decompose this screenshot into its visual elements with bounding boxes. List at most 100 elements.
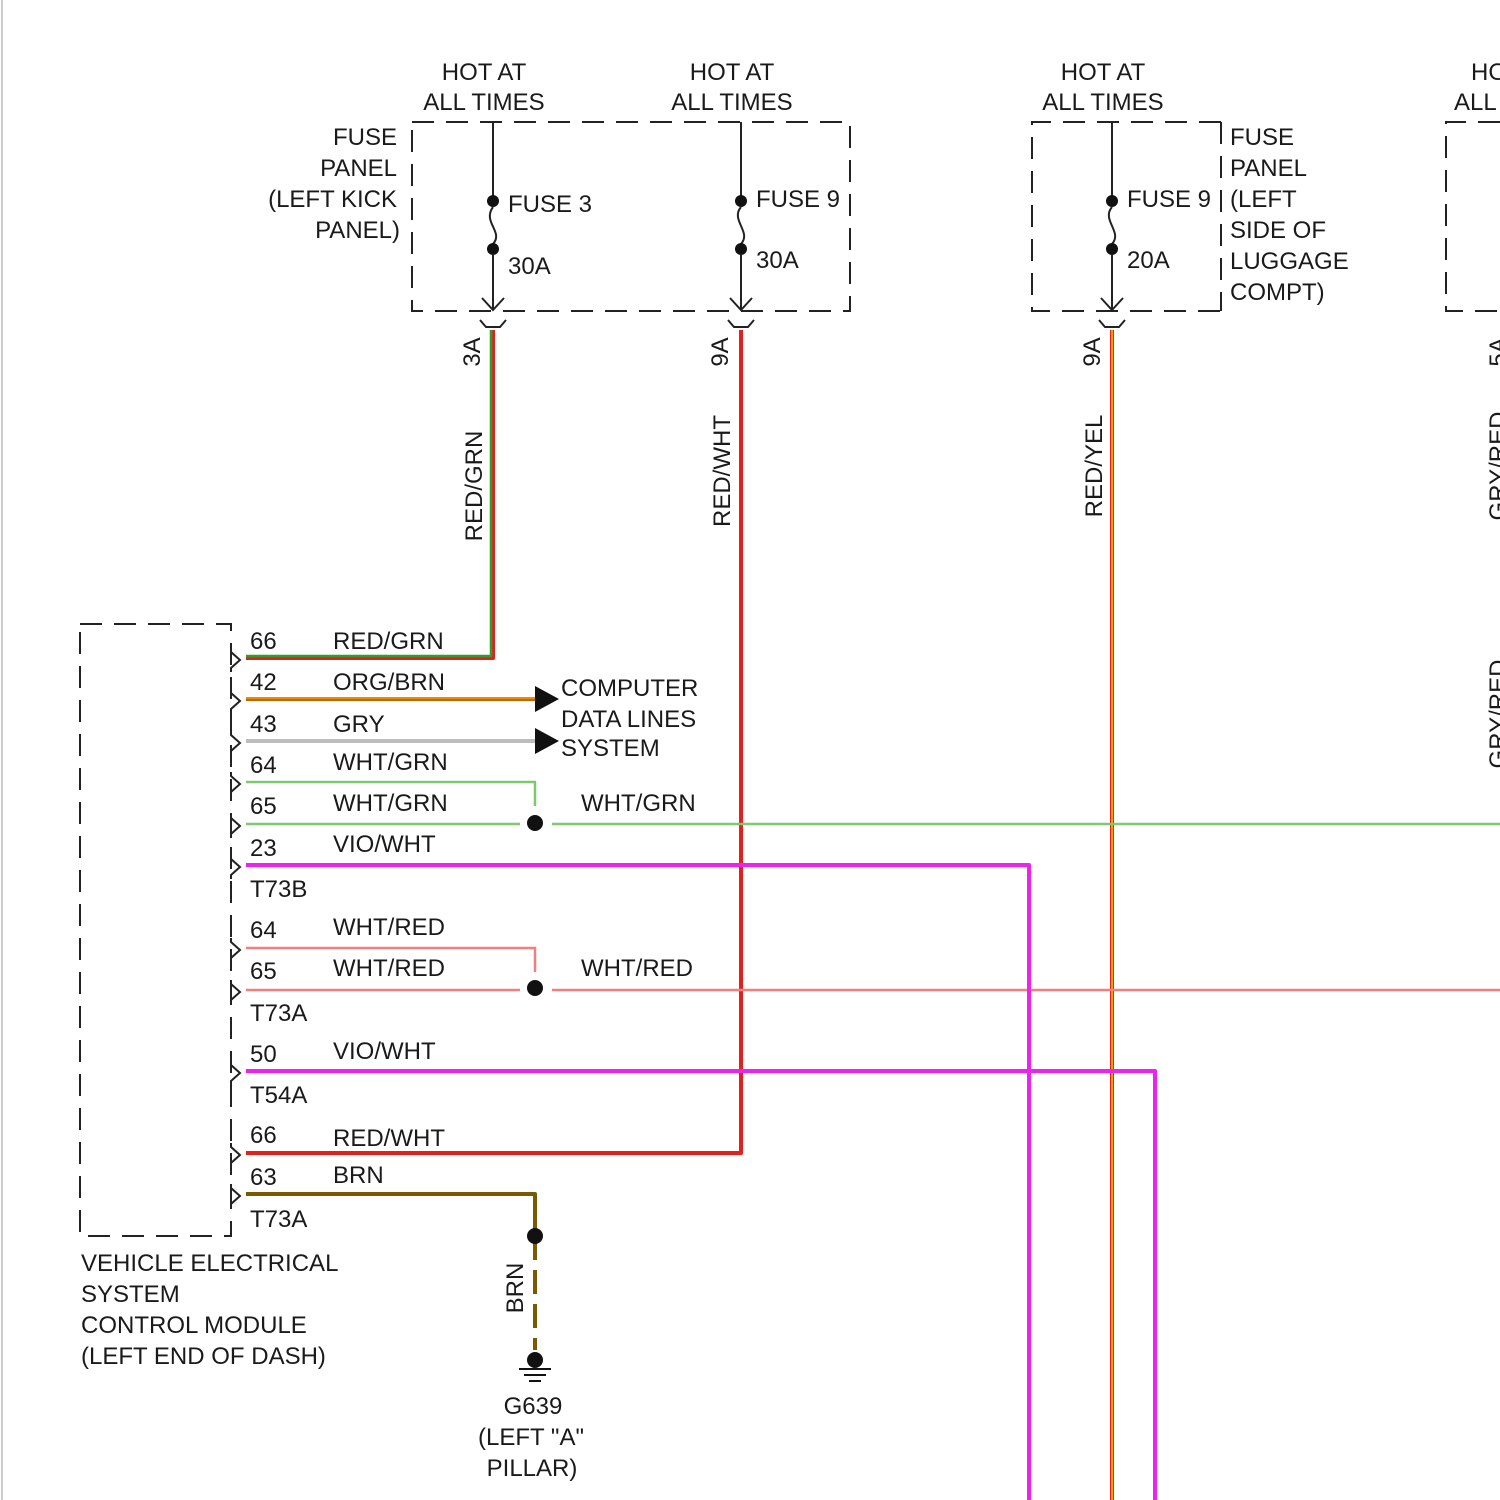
fuse-panel-right-label: FUSE PANEL (LEFT SIDE OF LUGGAGE COMPT) <box>1230 124 1349 306</box>
fuse-3: HOT AT ALL TIMES FUSE 3 30A 3A RED/GRN <box>423 59 592 541</box>
fuse-9-20a: HOT AT ALL TIMES FUSE 9 20A 9A RED/YEL <box>1042 59 1211 517</box>
wire-color-label: RED/WHT <box>333 1125 445 1152</box>
fuse-terminal <box>1106 195 1118 207</box>
fuse-terminal <box>1106 243 1118 255</box>
fuse-terminal <box>487 243 499 255</box>
fuse-name: FUSE 9 <box>1127 186 1211 213</box>
wire-color-label: BRN <box>502 1263 529 1314</box>
connector-cup-icon <box>728 320 754 327</box>
fuse-terminal <box>487 195 499 207</box>
computer-data-lines-label: COMPUTER DATA LINES SYSTEM <box>561 675 698 762</box>
fuse-panel-left-label: FUSE PANEL (LEFT KICK PANEL) <box>268 124 400 244</box>
ground-label-line: G639 <box>504 1393 563 1420</box>
pin-number: 23 <box>250 835 277 862</box>
fuse-terminal <box>735 195 747 207</box>
pin-number: 66 <box>250 628 277 655</box>
wire-color-label: WHT/GRN <box>333 790 448 817</box>
ground-icon <box>519 1369 551 1381</box>
hot-at-all-times-label: ALL TIMES <box>1042 89 1163 116</box>
wire-color-label: VIO/WHT <box>333 1038 436 1065</box>
pin-number: 65 <box>250 793 277 820</box>
fuse-terminal <box>735 243 747 255</box>
arrow-right-icon <box>535 728 559 754</box>
fuse-panel-left-label-line: FUSE <box>333 124 397 151</box>
pin-number: 64 <box>250 917 277 944</box>
connector-cup-icon <box>480 320 506 327</box>
module-label-line: (LEFT END OF DASH) <box>81 1343 326 1370</box>
fuse-panel-right-label-line: LUGGAGE <box>1230 248 1349 275</box>
ground-label-line: PILLAR) <box>487 1455 578 1482</box>
wire-color-label: WHT/RED <box>581 955 693 982</box>
fuse-panel-right-label-line: FUSE <box>1230 124 1294 151</box>
fuse-9-30a: HOT AT ALL TIMES FUSE 9 30A 9A RED/WHT <box>671 59 840 527</box>
data-lines-label-line: DATA LINES <box>561 706 696 733</box>
hot-at-all-times-label: HOT AT <box>442 59 527 86</box>
wire-color-label: WHT/RED <box>333 914 445 941</box>
circuit-label: 9A <box>707 337 734 366</box>
fuse-panel-right-label-line: COMPT) <box>1230 279 1325 306</box>
circuit-label: 5A <box>1485 337 1500 366</box>
fuse-rating: 20A <box>1127 247 1170 274</box>
ground-terminal <box>527 1352 543 1368</box>
wire-color-label: RED/GRN <box>333 628 444 655</box>
pin-number: 50 <box>250 1041 277 1068</box>
connector-id: T54A <box>250 1082 307 1109</box>
arrow-right-icon <box>535 686 559 712</box>
wire-color-label: RED/GRN <box>461 431 488 542</box>
wire-color-label: WHT/RED <box>333 955 445 982</box>
fuse-element-icon <box>1109 207 1115 244</box>
connector-id: T73B <box>250 876 307 903</box>
fuse-panel-right-label-line: (LEFT <box>1230 186 1297 213</box>
wire-color-label: GRY <box>333 711 385 738</box>
fuse-rating: 30A <box>756 247 799 274</box>
fuse-panel-left-label-line: PANEL <box>320 155 397 182</box>
pin-number: 42 <box>250 669 277 696</box>
hot-at-all-times-label: ALL TIMES <box>671 89 792 116</box>
fuse-element-icon <box>738 207 744 244</box>
fuse-name: FUSE 9 <box>756 186 840 213</box>
pin-number: 64 <box>250 752 277 779</box>
fuse-name: FUSE 3 <box>508 191 592 218</box>
wire-tracer-grn <box>246 330 491 656</box>
control-module-box <box>80 624 231 1236</box>
fuse-panel-left-label-line: PANEL) <box>315 217 400 244</box>
wire-color-label: RED/WHT <box>709 415 736 527</box>
control-module: 66 42 43 64 65 23 64 65 50 66 63 RED/GRN… <box>80 624 448 1370</box>
pin-number: 43 <box>250 711 277 738</box>
connector-id: T73A <box>250 1000 307 1027</box>
splice-dot <box>527 1228 543 1244</box>
wire-color-label: WHT/GRN <box>581 790 696 817</box>
wire-color-label: GRY/RED <box>1485 660 1500 769</box>
wire-red-grn <box>246 330 493 658</box>
fuse-panel-right-box <box>1032 122 1221 311</box>
fuse-panel-left-label-line: (LEFT KICK <box>268 186 397 213</box>
hot-at-all-times-label: HOT AT <box>1061 59 1146 86</box>
fuse-panel-cut-off: HO ALL 5A GRY/RED GRY/RED <box>1446 59 1500 768</box>
circuit-label: 3A <box>459 337 486 366</box>
pin-wire-labels: RED/GRN ORG/BRN GRY WHT/GRN WHT/GRN VIO/… <box>333 628 448 1189</box>
wire-color-label: ORG/BRN <box>333 669 445 696</box>
wire-color-label: RED/YEL <box>1081 415 1108 518</box>
fuse-panel-left: FUSE PANEL (LEFT KICK PANEL) HOT AT ALL … <box>268 59 850 541</box>
control-module-label: VEHICLE ELECTRICAL SYSTEM CONTROL MODULE… <box>81 1250 338 1370</box>
data-lines-label-line: COMPUTER <box>561 675 698 702</box>
circuit-label: 9A <box>1079 337 1106 366</box>
wire-color-label: BRN <box>333 1162 384 1189</box>
fuse-element-icon <box>490 207 496 244</box>
fuse-panel-right-label-line: SIDE OF <box>1230 217 1326 244</box>
fuse-panel-right: FUSE PANEL (LEFT SIDE OF LUGGAGE COMPT) … <box>1032 59 1500 768</box>
splice-dot <box>527 815 543 831</box>
pin-number: 63 <box>250 1164 277 1191</box>
hot-at-all-times-label: ALL <box>1454 89 1497 116</box>
hot-at-all-times-label: HOT AT <box>690 59 775 86</box>
fuse-panel-right-label-line: PANEL <box>1230 155 1307 182</box>
module-label-line: CONTROL MODULE <box>81 1312 307 1339</box>
wire-color-label: VIO/WHT <box>333 831 436 858</box>
ground-label-line: (LEFT "A" <box>478 1424 584 1451</box>
pin-number: 65 <box>250 958 277 985</box>
ground-g639: BRN G639 (LEFT "A" PILLAR) <box>478 1263 584 1482</box>
wire-color-label: WHT/GRN <box>333 749 448 776</box>
module-label-line: SYSTEM <box>81 1281 180 1308</box>
data-lines-label-line: SYSTEM <box>561 735 660 762</box>
